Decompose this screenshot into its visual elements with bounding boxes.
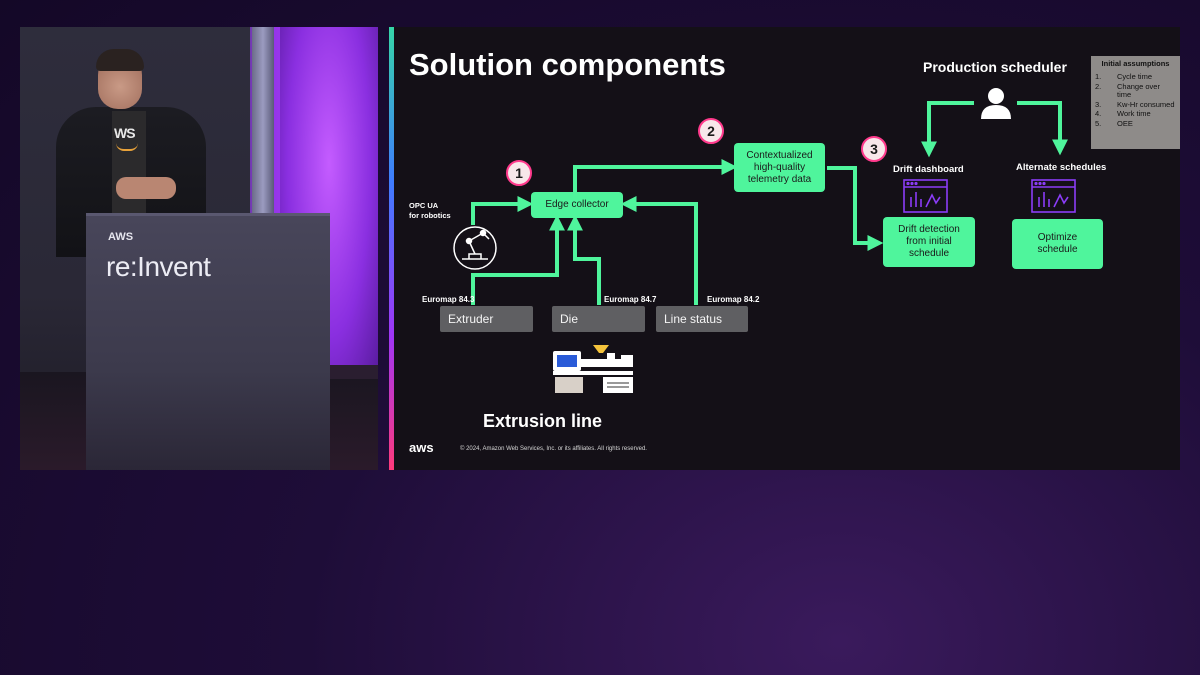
shirt-smile-logo [116,143,138,151]
assumption-item: 5. OEE [1095,118,1176,129]
edge-collector-label: Edge collector [545,199,609,210]
podium-logo-aws: AWS [108,231,134,243]
arrow-opc-to-edge [471,196,534,225]
assumption-text: Cycle time [1117,72,1153,81]
assumption-num: 1. [1095,72,1102,81]
production-scheduler-label: Production scheduler [923,59,1067,75]
extruder-box: Extruder [440,306,533,332]
copyright-text: © 2024, Amazon Web Services, Inc. or its… [460,446,647,452]
slide-title: Solution components [409,47,726,82]
edge-collector-box: Edge collector [531,192,623,218]
assumption-item: 2. Change over time [1095,81,1176,100]
alternate-schedules-label: Alternate schedules [1016,162,1107,173]
speaker-shirt [112,111,146,231]
optimize-schedule-box: Optimize schedule [1012,219,1103,269]
step-badge-2: 2 [698,118,724,144]
assumption-item: 3. Kw-Hr consumed [1095,99,1176,110]
stage-edge [320,365,378,379]
assumption-text: Change over time [1117,81,1160,99]
die-label: Die [560,312,579,326]
die-box: Die [552,306,645,332]
arrow-die-to-edge [567,214,601,305]
assumption-num: 5. [1095,118,1102,128]
protocol-label-line-status: Euromap 84.2 [707,295,760,304]
assumption-item: 1. Cycle time [1095,72,1176,82]
assumption-num: 3. [1095,99,1102,109]
arrow-scheduler-to-alternate [1017,101,1068,156]
extrusion-line-label: Extrusion line [483,411,603,431]
assumptions-list: 1. Cycle time 2. Change over time 3. Kw-Hr … [1095,72,1176,129]
presentation-slide: Solution components [389,27,1180,470]
initial-assumptions-panel: Initial assumptions 1. Cycle time 2. Chang… [1091,56,1180,149]
assumption-text: OEE [1117,118,1133,128]
aws-logo: aws [409,440,434,455]
step-badge-1: 1 [506,160,532,186]
person-icon [981,88,1011,119]
arrow-extruder-to-edge [471,214,565,305]
arrow-line-to-edge [620,196,698,305]
line-status-label: Line status [664,312,723,326]
drift-detection-box: Drift detection from initial schedule [883,217,975,267]
drift-dashboard-label: Drift dashboard [893,164,964,175]
step-badge-3: 3 [861,136,887,162]
arrow-telemetry-to-drift [827,166,884,251]
arrow-scheduler-to-dashboard [921,101,974,158]
drift-detection-label: Drift detection from initial schedule [898,224,960,259]
protocol-label-die: Euromap 84.7 [604,295,657,304]
assumption-num: 4. [1095,109,1102,118]
speaker-hair [96,49,144,71]
assumption-item: 4. Work time [1095,109,1176,119]
dashboard-icon-alternate [1031,179,1076,213]
protocol-label-extruder: Euromap 84.3 [422,295,475,304]
podium-logo: re:Invent [106,251,211,282]
line-status-box: Line status [656,306,748,332]
telemetry-label: Contextualized high-quality telemetry da… [746,149,813,185]
telemetry-box: Contextualized high-quality telemetry da… [734,143,825,192]
extruder-label: Extruder [448,312,494,326]
assumptions-title: Initial assumptions [1101,59,1170,68]
podium [86,213,330,470]
arrow-edge-to-telemetry [573,159,738,192]
dashboard-icon-drift [903,179,948,213]
flow-arrows [453,88,1076,393]
opc-ua-label: OPC UA for robotics [409,201,451,220]
speaker-video: WS AWS re:Invent [20,27,378,470]
assumption-text: Work time [1117,109,1151,118]
slide-accent-bar [389,27,394,470]
robot-arm-icon [453,226,497,270]
optimize-schedule-label: Optimize schedule [1037,232,1078,255]
extrusion-machine-icon [553,345,633,393]
shirt-logo: WS [114,125,136,141]
speaker-hands [116,177,176,199]
assumption-num: 2. [1095,81,1102,91]
assumption-text: Kw-Hr consumed [1117,99,1175,109]
